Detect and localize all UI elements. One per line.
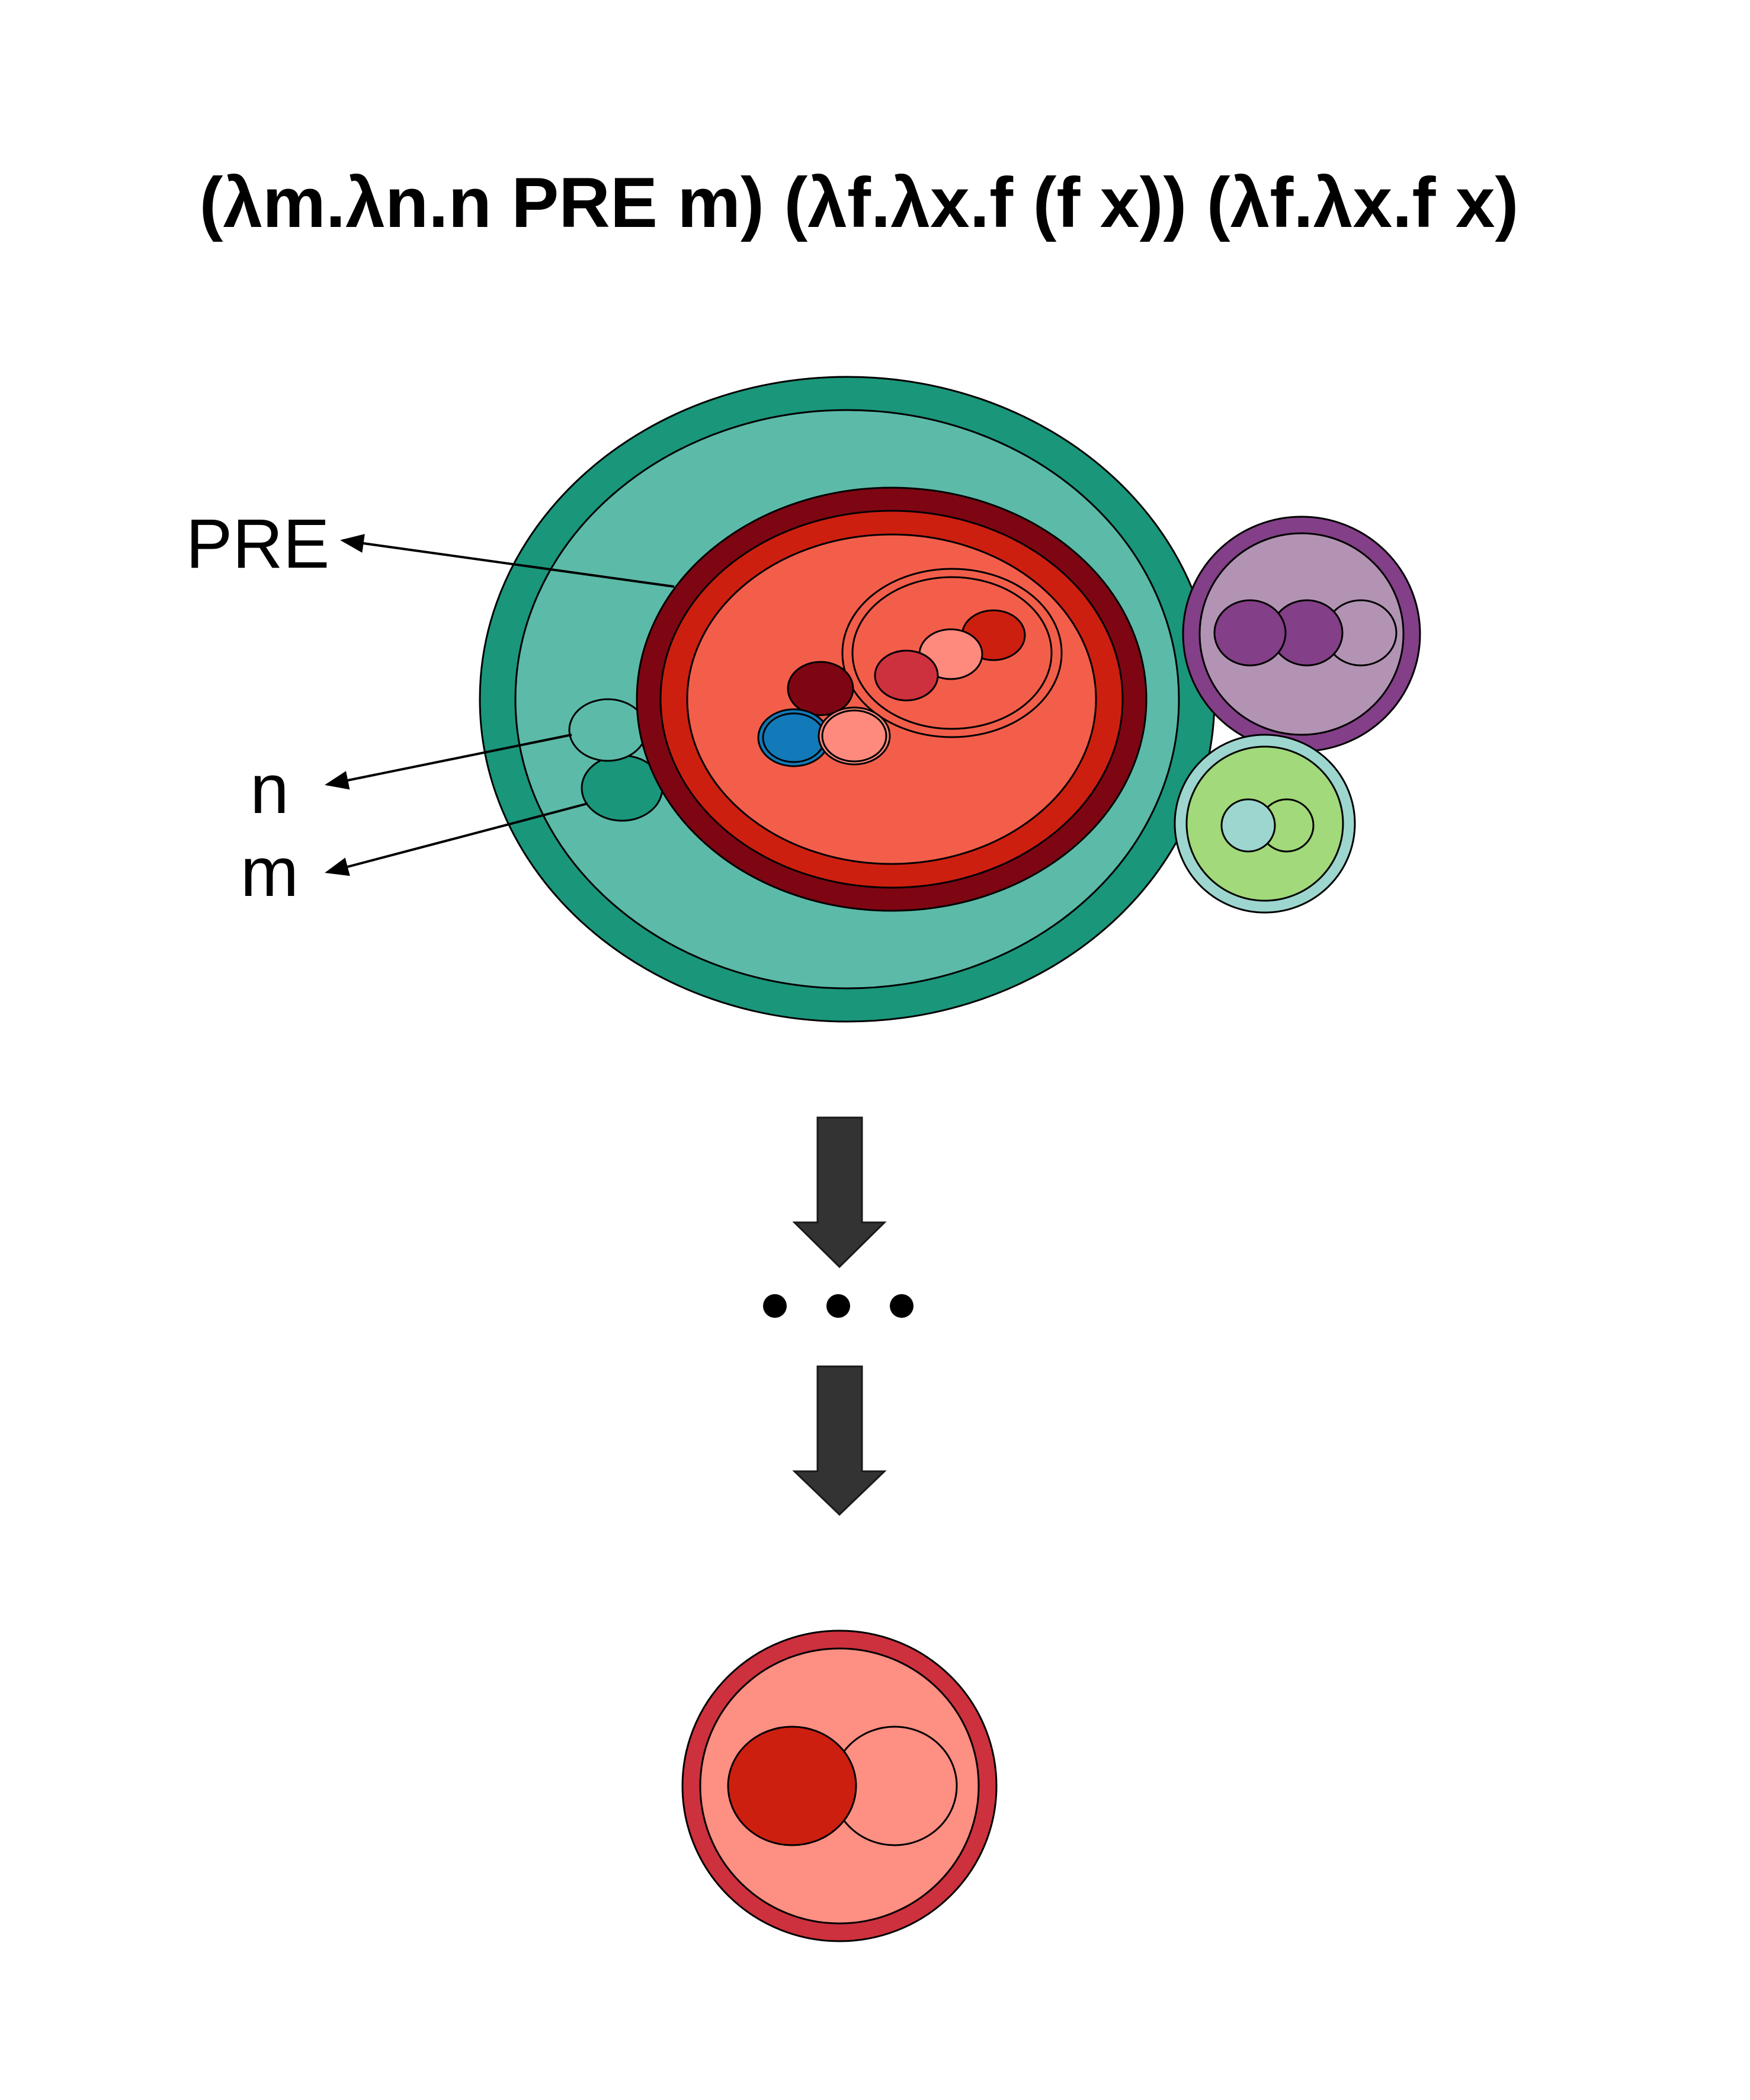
argument-two <box>1182 516 1421 753</box>
pre-pointer-arrow <box>340 534 675 588</box>
label-pre: PRE <box>186 505 330 583</box>
m-pointer-arrow <box>325 802 588 876</box>
label-m: m <box>241 833 299 911</box>
app-salmon-bubble <box>821 709 887 763</box>
label-n: n <box>250 750 289 828</box>
pre-bubble-crimson <box>874 649 939 702</box>
down-arrow-icon <box>792 1365 887 1516</box>
ellipsis-icon <box>763 1294 914 1318</box>
variable-n-bubble <box>568 698 648 762</box>
diagram-title: (λm.λn.n PRE m) (λf.λx.f (f x)) (λf.λx.f… <box>199 163 1518 242</box>
purple-bubble-left <box>1213 599 1287 667</box>
argument-one <box>1174 734 1356 914</box>
result-term <box>681 1630 998 1942</box>
result-bubble-red <box>727 1726 857 1846</box>
n-pointer-arrow <box>325 734 572 790</box>
green-bubble-left <box>1220 798 1276 853</box>
app-dark-red-bubble <box>787 661 854 716</box>
down-arrow-icon <box>792 1116 887 1269</box>
outer-abstraction-m <box>479 376 1216 1023</box>
app-blue-bubble <box>762 712 826 763</box>
